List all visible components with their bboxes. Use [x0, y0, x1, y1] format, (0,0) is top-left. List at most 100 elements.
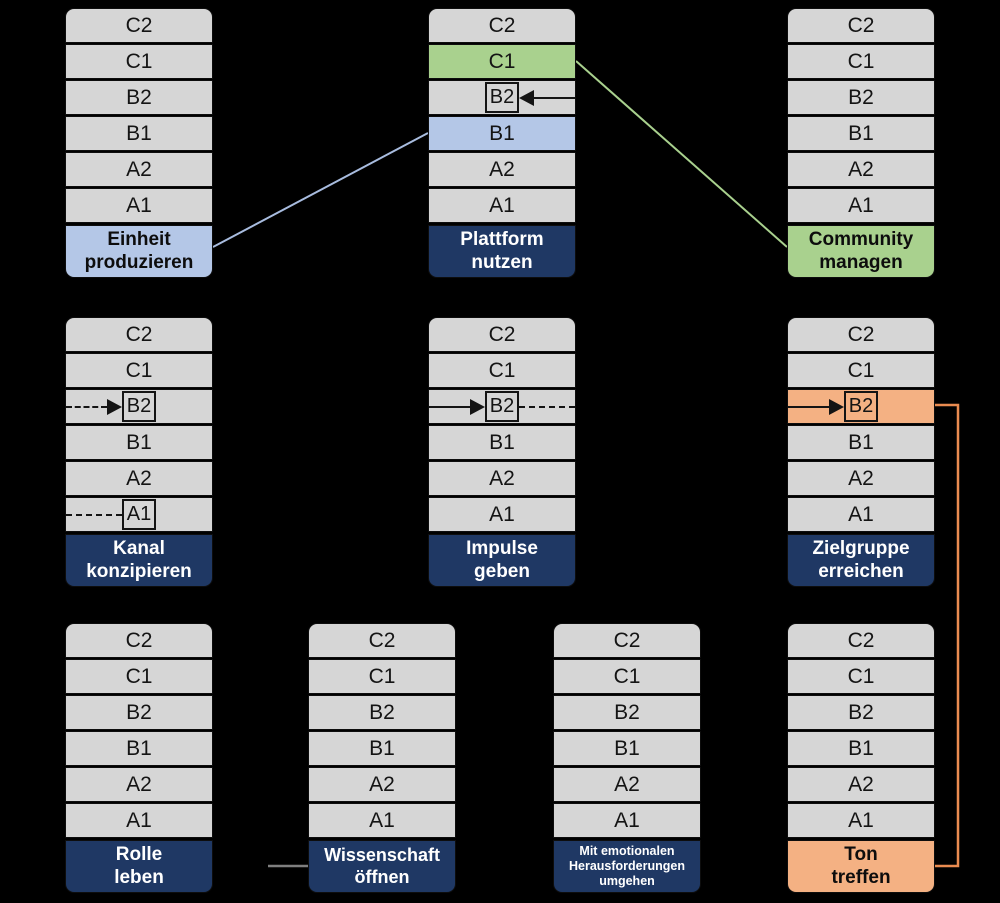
arrow-right-icon: [106, 398, 122, 415]
level-label: B1: [489, 430, 515, 454]
cell-rolle-leben-a2: A2: [65, 767, 213, 802]
level-label: A1: [489, 502, 515, 526]
level-label: A2: [126, 466, 152, 490]
cell-plattform-nutzen-c1: C1: [428, 44, 576, 79]
boxed-level-label: B2: [121, 391, 157, 422]
cell-mit-emotionalen-herausforderungen-umgehen-b2: B2: [553, 695, 701, 730]
level-label: C1: [125, 358, 153, 382]
cell-wissenschaft-oeffnen-c2: C2: [308, 623, 456, 658]
cell-rolle-leben-a1: A1: [65, 803, 213, 838]
cell-community-managen-b1: B1: [787, 116, 935, 151]
level-label: B1: [126, 736, 152, 760]
cell-decoration: B2: [66, 390, 212, 423]
left-segment: [429, 398, 485, 415]
cell-wissenschaft-oeffnen-b1: B1: [308, 731, 456, 766]
cell-kanal-konzipieren-a1: A1: [65, 497, 213, 532]
cell-decoration: B2: [788, 390, 934, 423]
cell-decoration: B2: [429, 81, 575, 114]
cell-community-managen-a2: A2: [787, 152, 935, 187]
level-label: A1: [614, 808, 640, 832]
level-label: B2: [848, 700, 874, 724]
left-segment: [66, 398, 122, 415]
level-label: A2: [848, 772, 874, 796]
boxed-level-label: B2: [843, 391, 879, 422]
level-label: C2: [847, 628, 875, 652]
cell-wissenschaft-oeffnen-a1: A1: [308, 803, 456, 838]
tower-title-zielgruppe-erreichen: Zielgruppe erreichen: [787, 534, 935, 587]
solid-line: [788, 405, 829, 408]
left-segment: [66, 513, 122, 516]
cell-community-managen-a1: A1: [787, 188, 935, 223]
level-label: C1: [488, 358, 516, 382]
level-label: C1: [847, 664, 875, 688]
cell-ton-treffen-b2: B2: [787, 695, 935, 730]
boxed-level-label: B2: [484, 391, 520, 422]
level-label: C2: [847, 13, 875, 37]
level-label: B1: [614, 736, 640, 760]
level-label: C1: [125, 49, 153, 73]
level-label: A1: [489, 193, 515, 217]
cell-kanal-konzipieren-b2: B2: [65, 389, 213, 424]
cell-kanal-konzipieren-c2: C2: [65, 317, 213, 352]
tower-title-mit-emotionalen-herausforderungen-umgehen: Mit emotionalen Herausforderungen umgehe…: [553, 840, 701, 893]
cell-zielgruppe-erreichen-a2: A2: [787, 461, 935, 496]
cell-rolle-leben-c2: C2: [65, 623, 213, 658]
level-label: A2: [614, 772, 640, 796]
level-label: A2: [126, 157, 152, 181]
cell-wissenschaft-oeffnen-a2: A2: [308, 767, 456, 802]
level-label: C1: [488, 49, 516, 73]
arrow-right-icon: [469, 398, 485, 415]
cell-mit-emotionalen-herausforderungen-umgehen-a2: A2: [553, 767, 701, 802]
level-label: B2: [126, 85, 152, 109]
cell-rolle-leben-c1: C1: [65, 659, 213, 694]
solid-line: [429, 405, 470, 408]
level-label: A1: [848, 502, 874, 526]
level-label: C1: [125, 664, 153, 688]
level-label: A2: [848, 157, 874, 181]
cell-impulse-geben-c2: C2: [428, 317, 576, 352]
cell-einheit-produzieren-b1: B1: [65, 116, 213, 151]
cell-impulse-geben-b1: B1: [428, 425, 576, 460]
left-segment: [788, 398, 844, 415]
level-label: C1: [847, 358, 875, 382]
cell-einheit-produzieren-b2: B2: [65, 80, 213, 115]
cell-einheit-produzieren-c1: C1: [65, 44, 213, 79]
cell-kanal-konzipieren-b1: B1: [65, 425, 213, 460]
cell-community-managen-c2: C2: [787, 8, 935, 43]
cell-zielgruppe-erreichen-c2: C2: [787, 317, 935, 352]
cell-plattform-nutzen-c2: C2: [428, 8, 576, 43]
level-label: C1: [847, 49, 875, 73]
level-label: B1: [369, 736, 395, 760]
connector-plattform-c1-to-community-title: [575, 60, 788, 248]
cell-community-managen-b2: B2: [787, 80, 935, 115]
cell-decoration: A1: [66, 498, 212, 531]
tower-title-einheit-produzieren: Einheit produzieren: [65, 225, 213, 278]
level-label: A2: [126, 772, 152, 796]
level-label: C2: [125, 628, 153, 652]
cell-rolle-leben-b1: B1: [65, 731, 213, 766]
level-label: A2: [489, 466, 515, 490]
cell-ton-treffen-c2: C2: [787, 623, 935, 658]
tower-title-wissenschaft-oeffnen: Wissenschaft öffnen: [308, 840, 456, 893]
cell-kanal-konzipieren-c1: C1: [65, 353, 213, 388]
tower-title-kanal-konzipieren: Kanal konzipieren: [65, 534, 213, 587]
cell-ton-treffen-a1: A1: [787, 803, 935, 838]
level-label: B1: [489, 121, 515, 145]
cell-impulse-geben-a1: A1: [428, 497, 576, 532]
level-label: A1: [126, 808, 152, 832]
level-label: C2: [125, 322, 153, 346]
cell-zielgruppe-erreichen-a1: A1: [787, 497, 935, 532]
level-label: B1: [126, 430, 152, 454]
cell-einheit-produzieren-a2: A2: [65, 152, 213, 187]
boxed-level-label: A1: [121, 499, 157, 530]
cell-ton-treffen-c1: C1: [787, 659, 935, 694]
cell-kanal-konzipieren-a2: A2: [65, 461, 213, 496]
dashed-line: [66, 513, 122, 516]
cell-mit-emotionalen-herausforderungen-umgehen-b1: B1: [553, 731, 701, 766]
